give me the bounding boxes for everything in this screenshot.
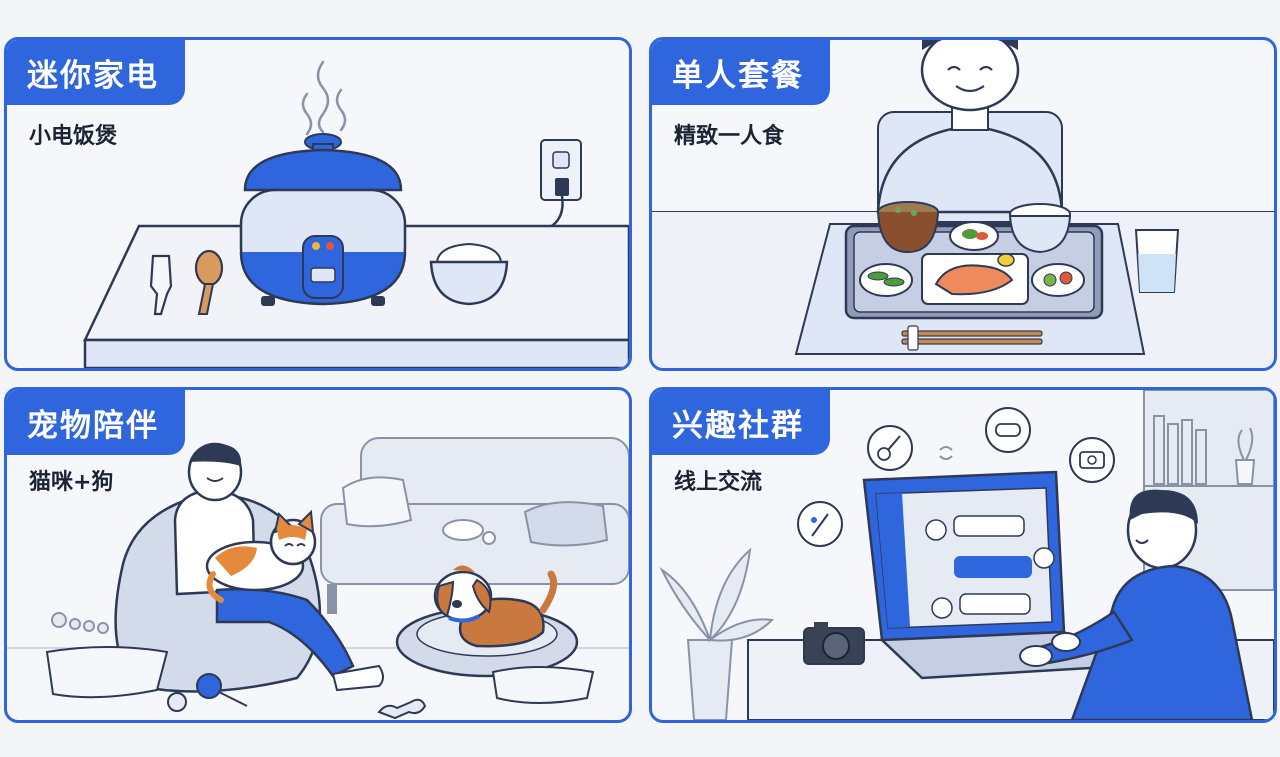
pillow-icon [45, 646, 169, 699]
rice-bowl-icon [429, 242, 509, 306]
game-controller-bubble-icon [985, 407, 1031, 453]
camera-bubble-icon [1069, 437, 1115, 483]
wall-outlet-icon [540, 139, 582, 201]
toy-beads-icon [51, 612, 109, 634]
panel-interest-community: 兴趣社群 线上交流 [649, 387, 1277, 723]
spatula-icon [149, 254, 173, 316]
pillow-icon [491, 666, 595, 704]
panel-single-meal: 单人套餐 精致一人食 [649, 37, 1277, 371]
panel-mini-appliances: 迷你家电 小电饭煲 [4, 37, 632, 371]
soup-bowl-icon [877, 201, 939, 254]
water-glass-icon [1134, 229, 1180, 293]
rice-bowl-icon [1008, 203, 1072, 254]
salad-bowl-icon [949, 221, 999, 251]
panel-subtitle: 小电饭煲 [29, 124, 118, 149]
guitar-bubble-icon [867, 425, 913, 471]
panel-title: 兴趣社群 [652, 390, 830, 455]
salmon-plate-icon [921, 253, 1029, 305]
dog-icon [433, 565, 558, 648]
panel-subtitle: 猫咪+狗 [29, 470, 114, 495]
laptop-icon [862, 470, 1129, 680]
yarn-ball-icon [196, 673, 248, 707]
online-community-scene [659, 390, 1274, 720]
rice-cooker-scene [83, 60, 629, 368]
sofa-icon [320, 437, 629, 614]
chopsticks-icon [901, 325, 1043, 351]
pet-scene [7, 437, 629, 720]
chat-bubbles [925, 515, 1055, 619]
wooden-spoon-icon [194, 249, 224, 315]
ball-icon [167, 692, 187, 712]
person-icon [876, 40, 1064, 223]
refresh-icon [939, 446, 953, 460]
panel-title: 宠物陪伴 [7, 390, 185, 455]
panel-subtitle: 线上交流 [674, 470, 763, 495]
camera-icon [803, 622, 865, 665]
meal-scene [652, 40, 1274, 368]
person-icon [1019, 489, 1254, 720]
panel-subtitle: 精致一人食 [674, 124, 785, 149]
plant-icon [659, 547, 775, 720]
edamame-dish-icon [859, 263, 913, 297]
vegetable-dish-icon [1031, 263, 1085, 297]
toy-mouse-icon [442, 519, 496, 545]
panel-title: 迷你家电 [7, 40, 185, 105]
panel-pet-companionship: 宠物陪伴 猫咪+狗 [4, 387, 632, 723]
steam-icon [301, 60, 347, 136]
rice-cooker-icon [239, 133, 407, 306]
paint-bubble-icon [797, 501, 843, 547]
bone-icon [377, 698, 427, 720]
panel-title: 单人套餐 [652, 40, 830, 105]
cat-icon [205, 509, 317, 603]
